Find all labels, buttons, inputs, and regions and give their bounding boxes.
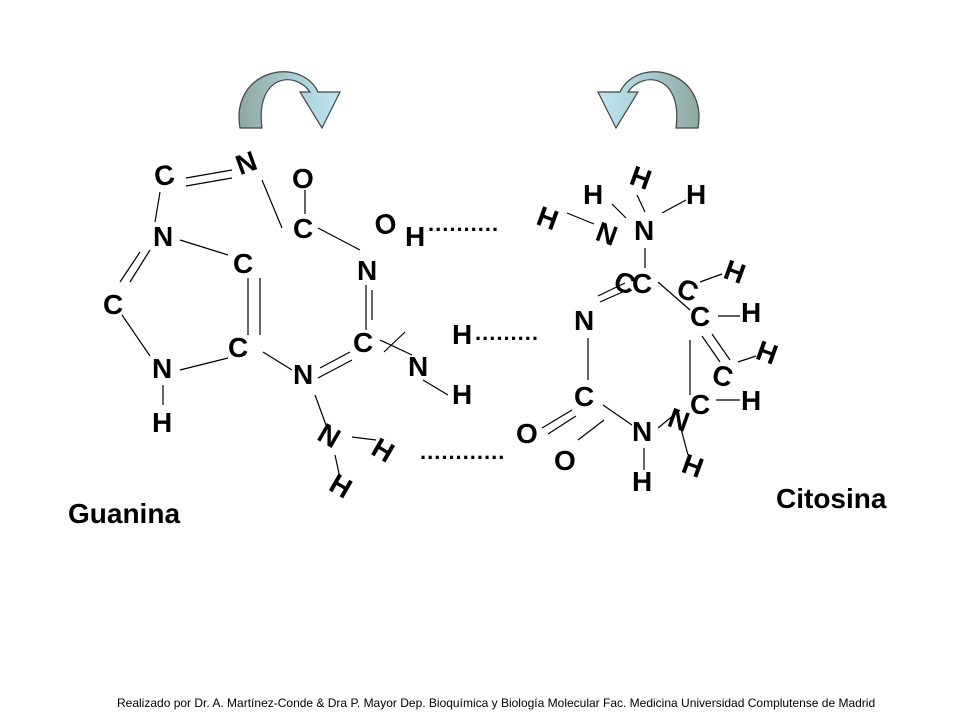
hydrogen-bonds: .......... ......... ............ <box>420 211 539 464</box>
atom-h2a: H <box>452 319 472 350</box>
atom-h-c2: H <box>583 179 603 210</box>
rotate-arrow-right-icon <box>597 71 700 130</box>
atom-n3: N <box>293 359 313 390</box>
atom-h-c1: H <box>626 160 656 196</box>
atom-h5: H <box>720 254 750 290</box>
atom-c2: C <box>353 327 373 358</box>
atom-o2-ghost: O <box>554 445 576 476</box>
atom-h9: H <box>632 466 652 497</box>
hbond-middle: ......... <box>475 320 539 345</box>
atom-n2: N <box>408 351 428 382</box>
credit-text: Realizado por Dr. A. Martínez-Conde & Dr… <box>117 696 876 710</box>
atom-n9: N <box>153 221 173 252</box>
atom-h2c: H <box>366 432 399 469</box>
atom-c2: C <box>574 381 594 412</box>
guanine-bonds <box>119 169 449 479</box>
atom-n9b: N <box>152 353 172 384</box>
guanine-label: Guanina <box>68 498 180 529</box>
cytosine-molecule: H H H H N N C C C H N C H H C C C H O N … <box>516 160 782 497</box>
atom-h2d: H <box>324 468 357 505</box>
atom-c4: C <box>228 332 248 363</box>
atom-n4-ghost: N <box>592 216 622 252</box>
rotate-arrow-left-icon <box>238 71 341 130</box>
atom-h6: H <box>741 297 761 328</box>
atom-n3: N <box>574 305 594 336</box>
atom-h2b: H <box>452 379 472 410</box>
atom-n1-ghost: N <box>664 402 694 438</box>
atom-c8: C <box>152 159 177 193</box>
atom-c6b: C <box>690 389 710 420</box>
atom-o6-ghost: O <box>371 206 400 242</box>
atom-c6: C <box>293 213 313 244</box>
cytosine-bonds <box>541 194 757 470</box>
atom-h7: H <box>752 335 782 371</box>
hbond-top: .......... <box>428 211 499 236</box>
atom-h8: H <box>741 385 761 416</box>
atom-n2b: N <box>313 417 346 454</box>
atom-n4: N <box>634 215 654 246</box>
atom-o2: O <box>516 418 538 449</box>
atom-c5: C <box>233 248 253 279</box>
atom-h10: H <box>678 448 708 484</box>
atom-c5: C <box>690 301 710 332</box>
atom-n1: N <box>357 255 377 286</box>
atom-h1: H <box>405 221 425 252</box>
atom-n1: N <box>632 416 652 447</box>
hbond-bottom: ............ <box>420 439 505 464</box>
atom-c6: C <box>709 358 737 393</box>
atom-n7: N <box>232 145 262 181</box>
atom-h9: H <box>152 407 172 438</box>
atom-h-c3: H <box>686 179 706 210</box>
atom-h-c4: H <box>533 200 563 236</box>
atom-o6: O <box>292 163 314 194</box>
atom-c4: C <box>632 268 652 299</box>
cytosine-label: Citosina <box>776 483 887 514</box>
atom-c8b: C <box>103 289 123 320</box>
